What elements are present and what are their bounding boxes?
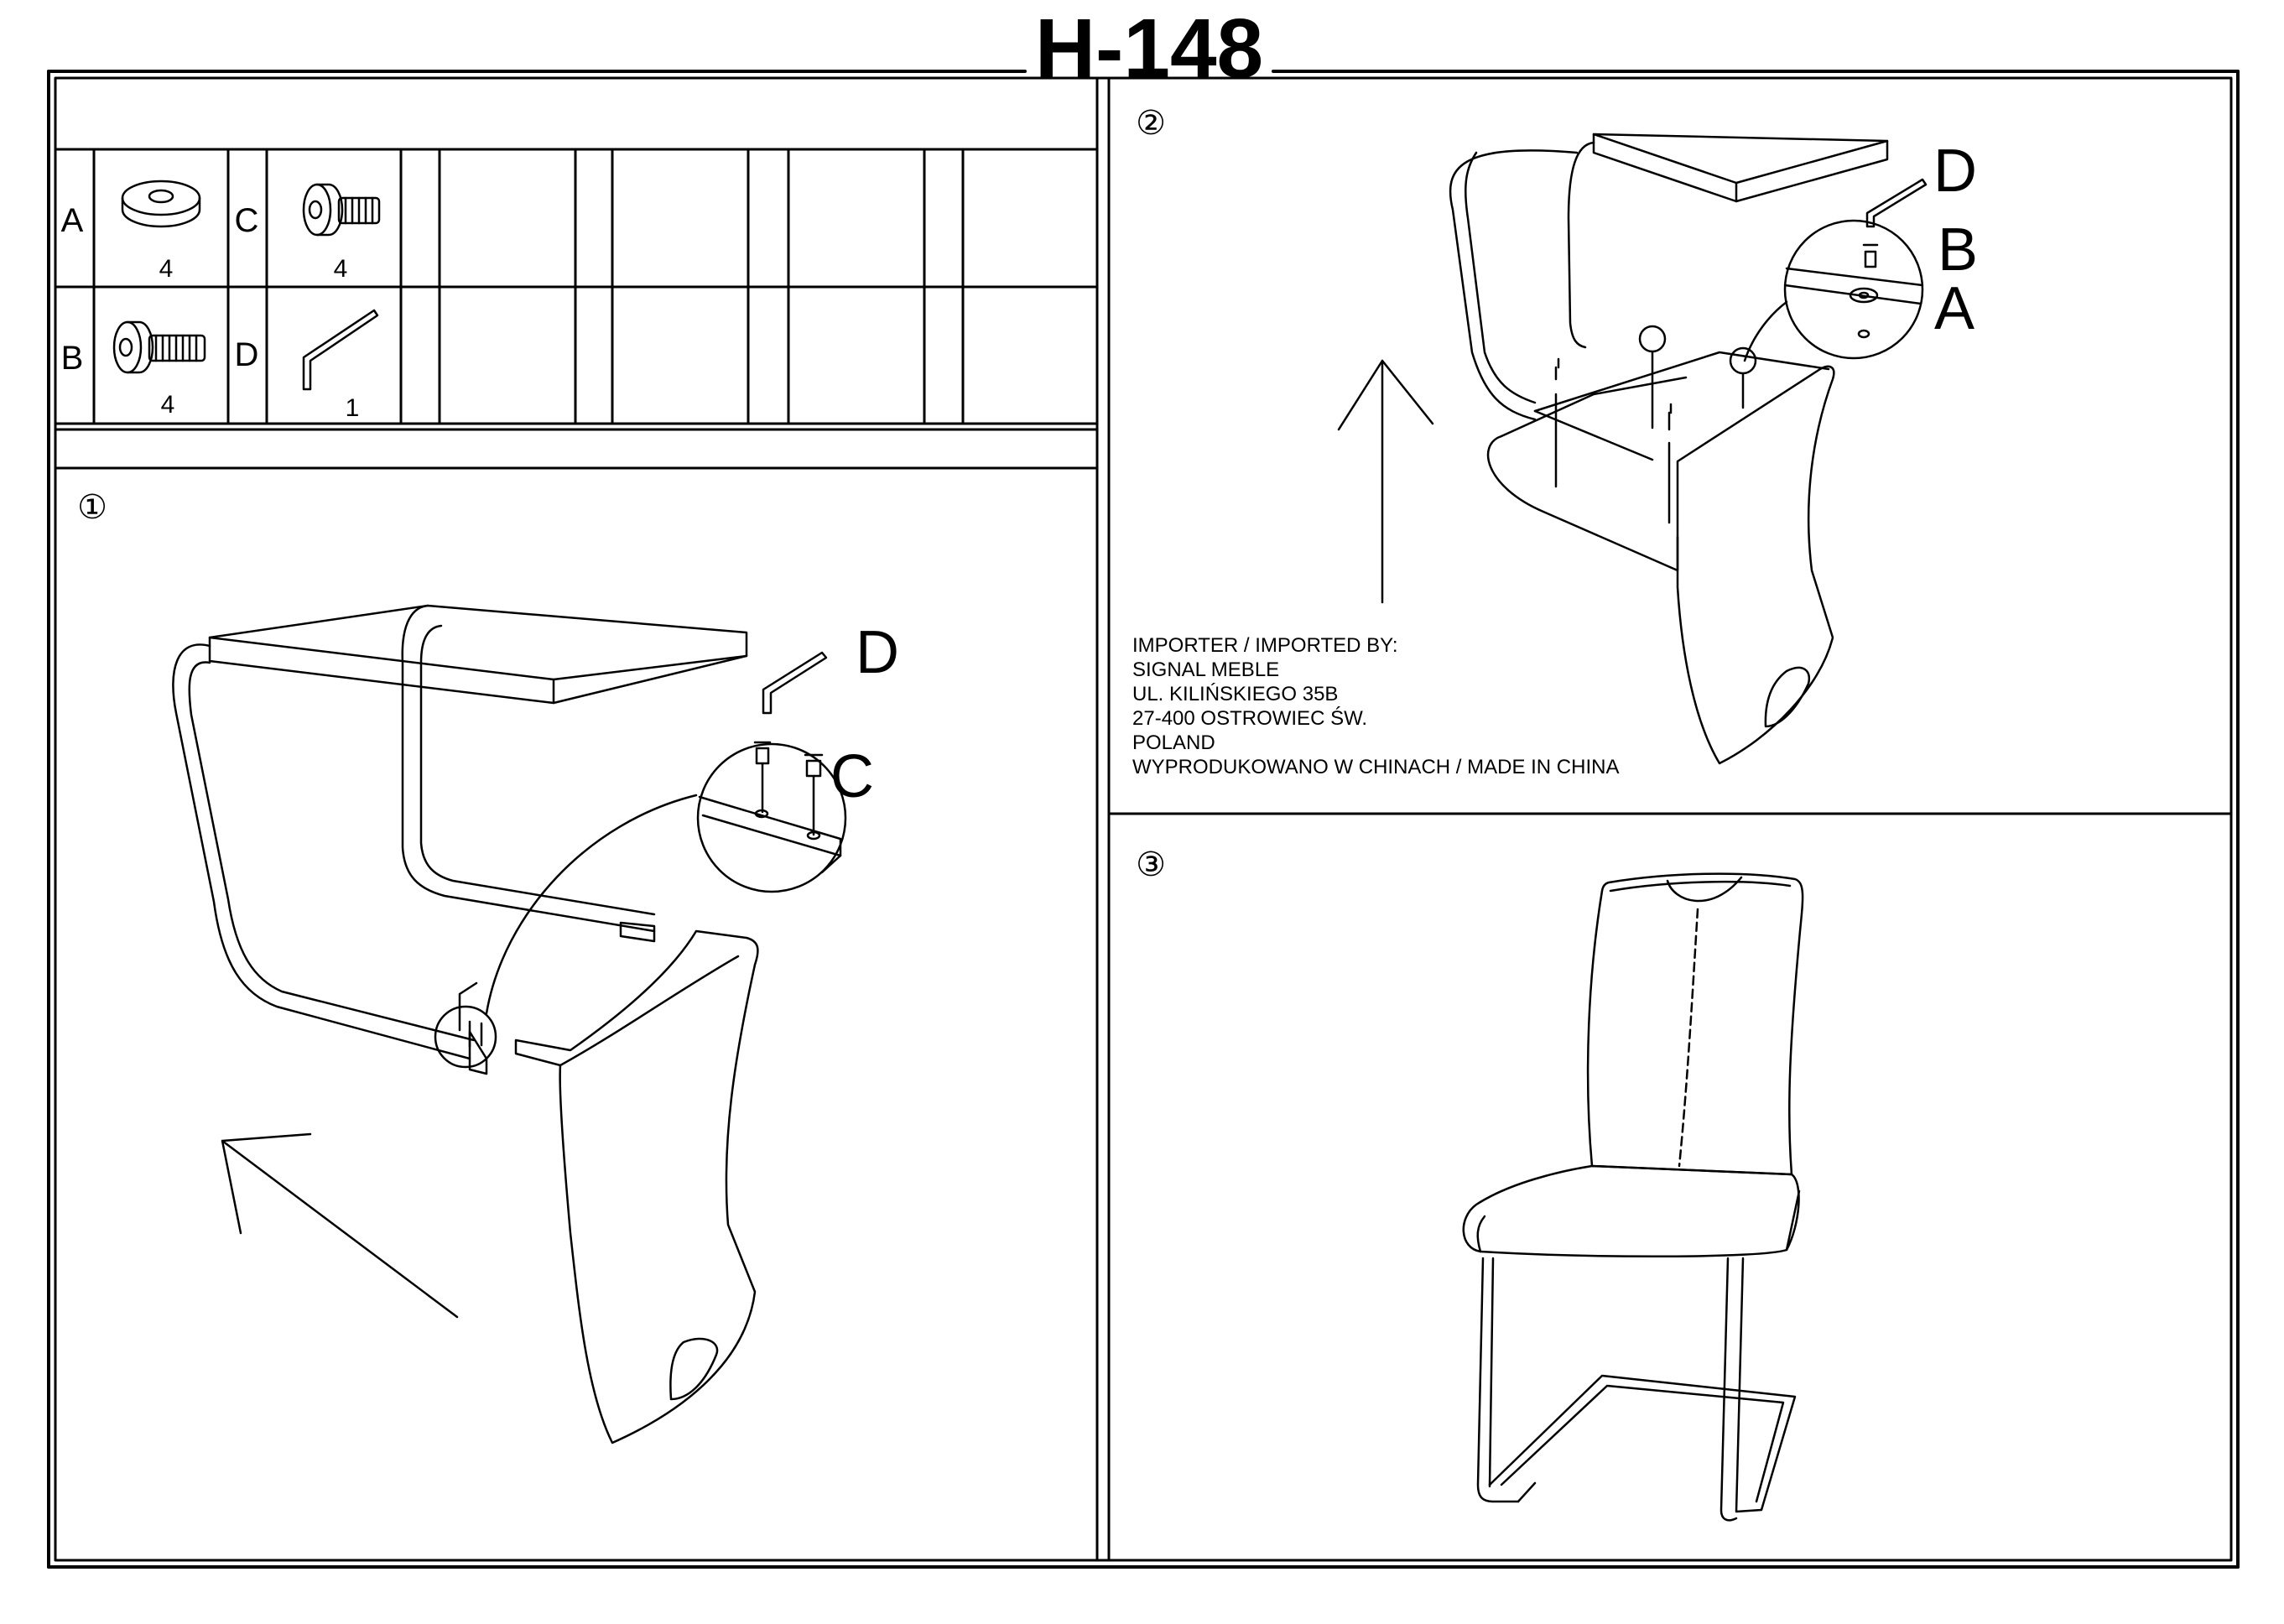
assembled-frame — [1476, 1257, 1520, 1503]
inner-frame — [54, 76, 2233, 1562]
assembled-backrest — [1586, 872, 1804, 1176]
part-letter: A — [61, 202, 84, 239]
part-B-cell: B 4 — [61, 340, 175, 419]
part-quantity: 4 — [161, 391, 175, 419]
part-letter: C — [235, 202, 259, 239]
part-quantity: 4 — [334, 255, 348, 283]
washer-icon — [121, 180, 201, 228]
importer-line: WYPRODUKOWANO W CHINACH / MADE IN CHINA — [1132, 756, 1619, 778]
part-A-cell: A 4 — [61, 202, 174, 283]
importer-info: IMPORTER / IMPORTED BY: SIGNAL MEBLE UL.… — [1132, 634, 1619, 778]
importer-line: POLAND — [1132, 731, 1215, 754]
step-1-illustration — [172, 604, 847, 1444]
assembled-seat — [1462, 1164, 1800, 1258]
direction-arrow — [221, 1132, 459, 1319]
part-quantity: 1 — [346, 394, 360, 422]
step-1-number: ① — [77, 489, 107, 526]
importer-line: SIGNAL MEBLE — [1132, 658, 1279, 681]
parts-table — [54, 148, 1099, 431]
step-1-callout-D: D — [856, 619, 899, 686]
backrest — [514, 929, 759, 1444]
page-title: H-148 — [1035, 2, 1263, 96]
outer-frame — [47, 70, 2240, 1569]
step-2-callout-B: B — [1938, 216, 1978, 284]
part-letter: D — [235, 336, 259, 373]
importer-line: UL. KILIŃSKIEGO 35B — [1132, 683, 1338, 705]
importer-line: IMPORTER / IMPORTED BY: — [1132, 634, 1398, 657]
short-bolt-icon — [302, 183, 381, 237]
part-D-cell: D 1 — [235, 336, 360, 422]
step-1-callout-C: C — [830, 743, 874, 810]
long-bolt-icon — [112, 320, 206, 374]
importer-line: 27-400 OSTROWIEC ŚW. — [1132, 706, 1367, 730]
step-2-callout-A: A — [1934, 275, 1974, 342]
allen-key-icon — [302, 309, 379, 391]
step-2-callout-D: D — [1933, 138, 1977, 205]
part-letter: B — [61, 340, 84, 377]
step-3-number: ③ — [1136, 846, 1166, 883]
step-2-number: ② — [1136, 105, 1166, 142]
step-3-illustration — [1462, 872, 1804, 1522]
chair-frame-left-tube — [172, 643, 471, 1060]
part-C-cell: C 4 — [235, 202, 348, 283]
chair-frame-right-tube — [401, 604, 656, 933]
step-2-illustration — [1337, 133, 1928, 765]
part-quantity: 4 — [159, 255, 174, 283]
